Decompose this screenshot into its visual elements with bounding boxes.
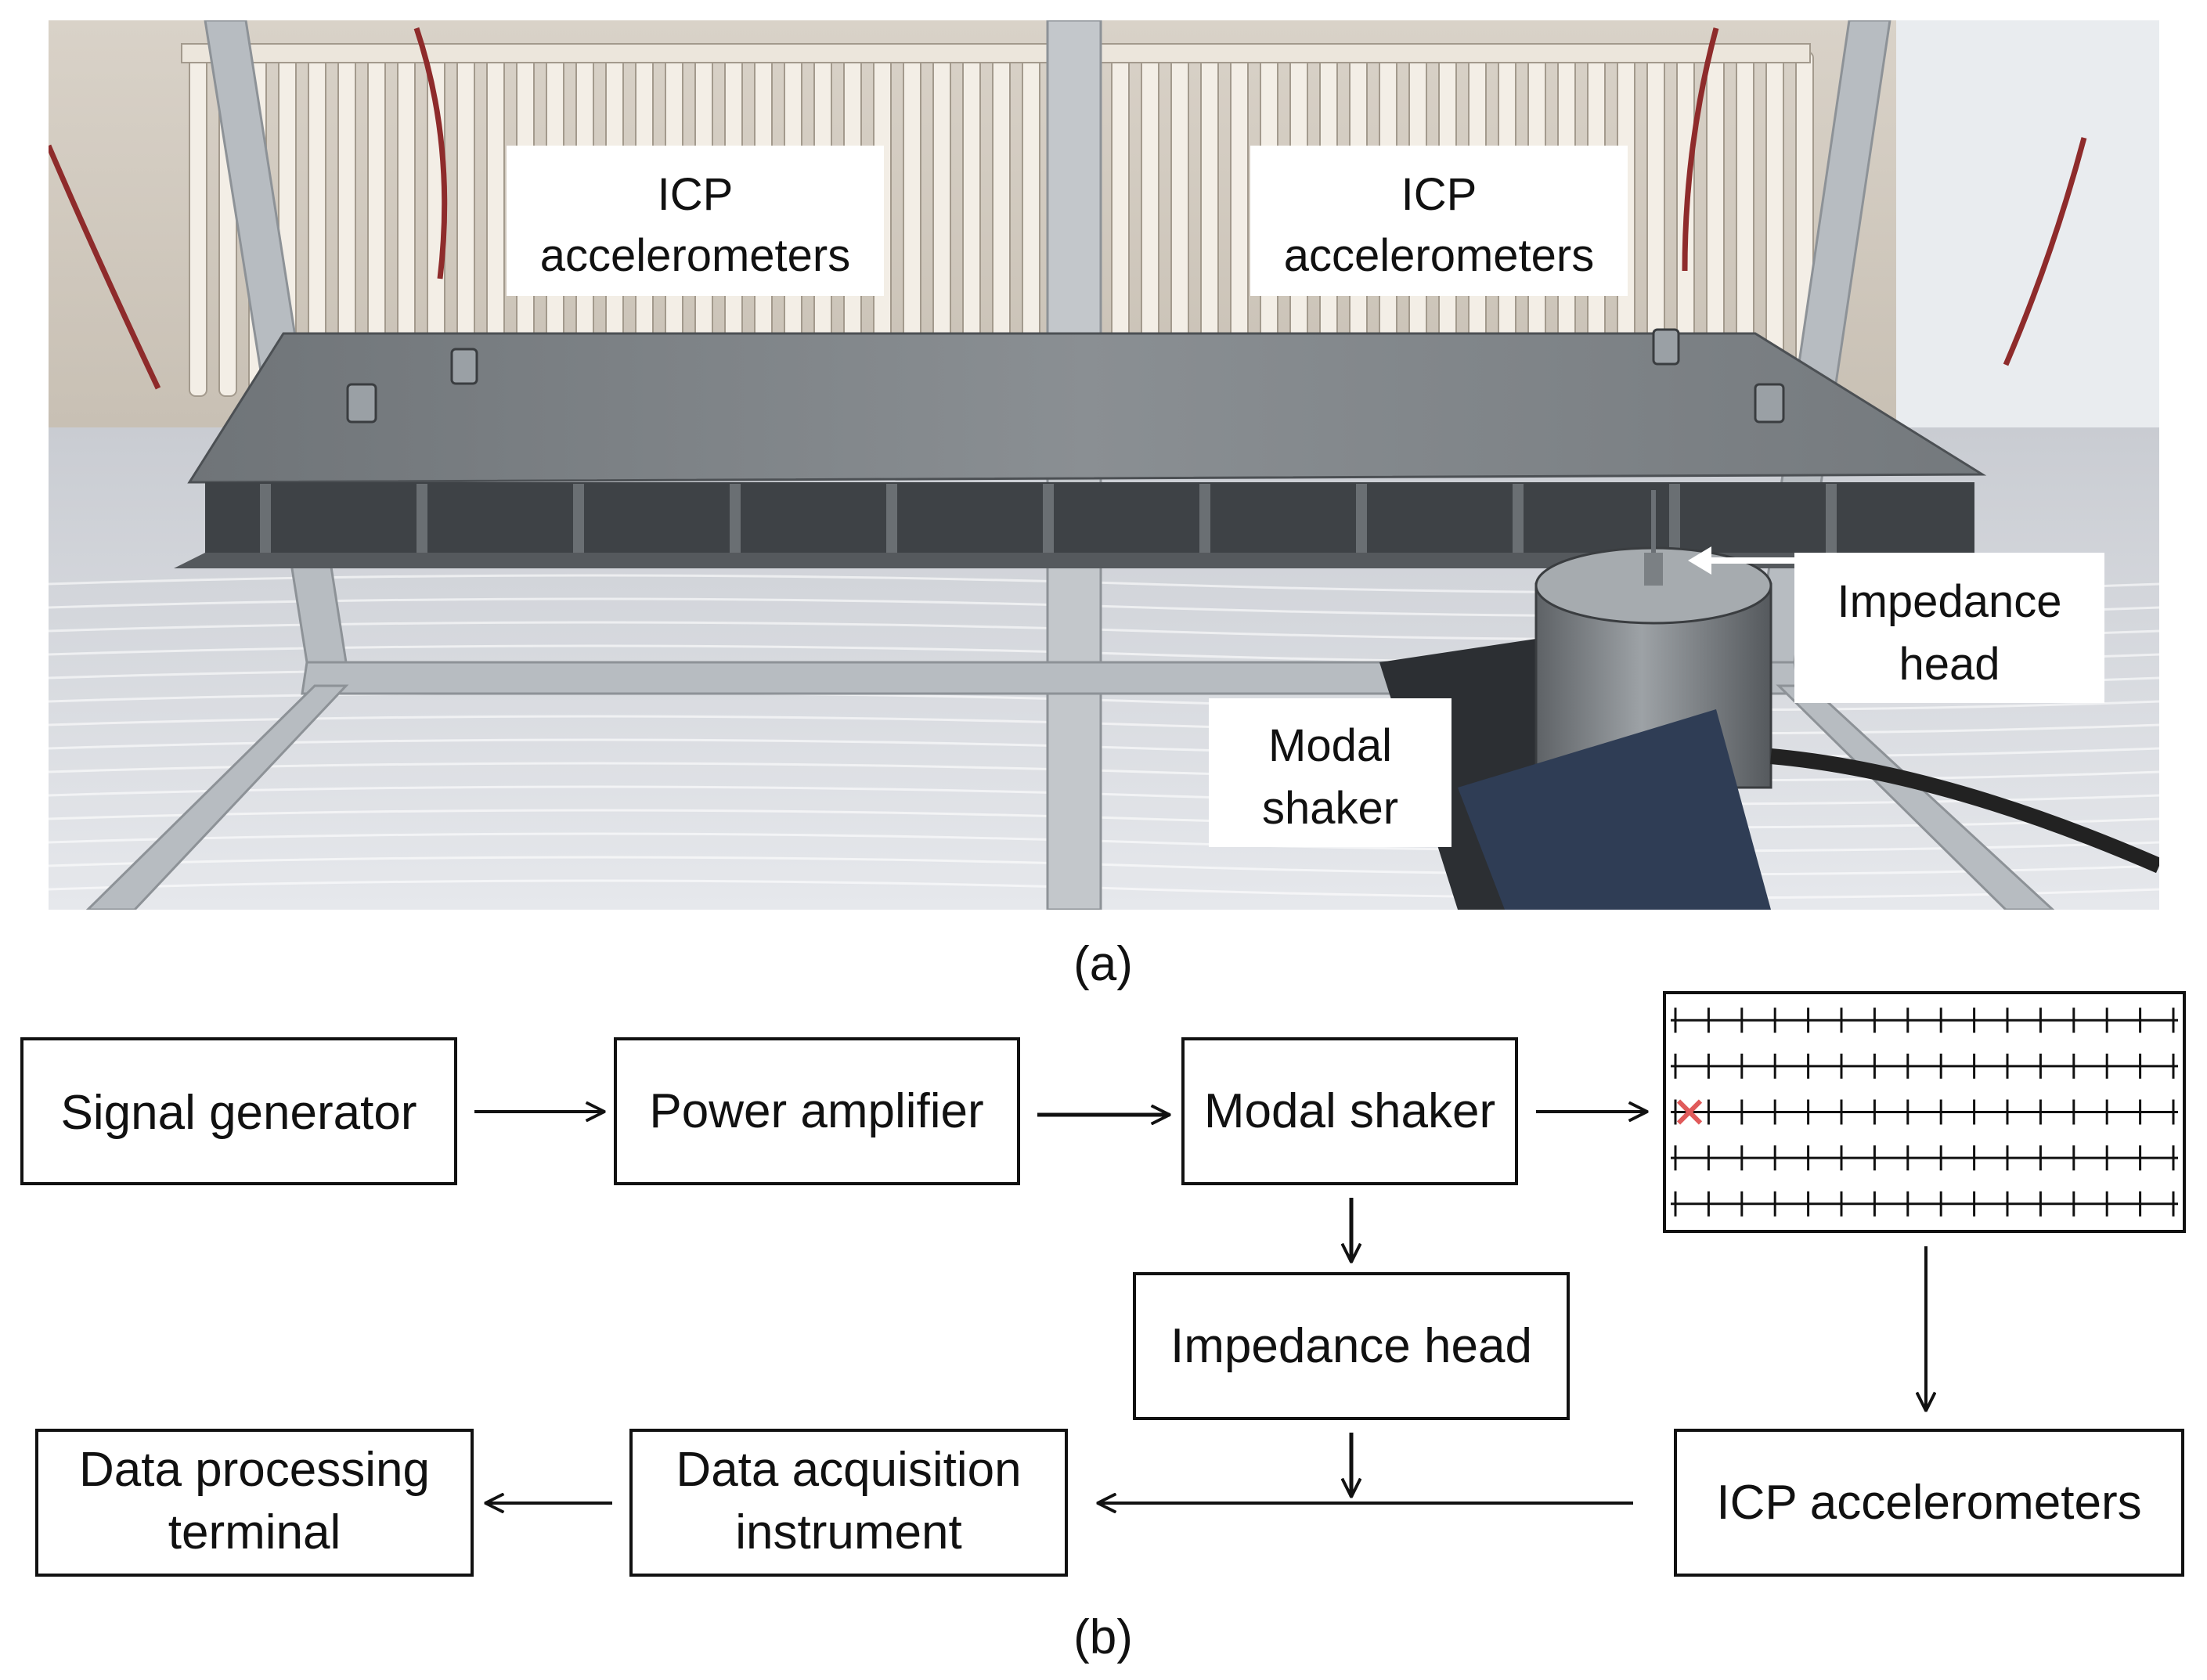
- callout-impedance-head: Impedance head: [1794, 553, 2104, 703]
- callout-modal-shaker: Modal shaker: [1209, 698, 1451, 847]
- callout-shaker-line1: Modal: [1268, 720, 1392, 771]
- box-icp-accelerometers: [1674, 1429, 2184, 1577]
- callout-icp-right: ICP accelerometers: [1250, 146, 1628, 296]
- label-impedance-head: Impedance head: [1170, 1319, 1532, 1373]
- test-rig-photo: ICP accelerometers ICP accelerometers Im…: [49, 20, 2159, 910]
- callout-impedance-line1: Impedance: [1837, 576, 2062, 627]
- callout-icp-right-line2: accelerometers: [1284, 230, 1594, 281]
- callout-icp-left-line2: accelerometers: [540, 230, 850, 281]
- window-area: [1896, 20, 2159, 427]
- excitation-point-marker: [1676, 1099, 1703, 1125]
- callout-icp-left: ICP accelerometers: [507, 146, 884, 296]
- label-data-processing-line1: Data processing: [79, 1443, 430, 1497]
- label-data-acquisition-line2: instrument: [735, 1505, 961, 1559]
- impedance-pointer-arrow: [1688, 546, 1794, 575]
- box-modal-shaker: [1181, 1037, 1518, 1185]
- box-signal-generator: [20, 1037, 457, 1185]
- label-power-amplifier: Power amplifier: [649, 1084, 983, 1138]
- caption-b: (b): [1073, 1610, 1133, 1664]
- box-power-amplifier: [614, 1037, 1020, 1185]
- box-impedance-head: [1133, 1272, 1570, 1420]
- box-data-acquisition: [629, 1429, 1068, 1577]
- label-icp-accelerometers: ICP accelerometers: [1716, 1476, 2141, 1530]
- test-plate: [174, 332, 1987, 568]
- label-data-processing-line2: terminal: [168, 1505, 341, 1559]
- callout-impedance-line2: head: [1899, 639, 2000, 690]
- box-data-processing: [35, 1429, 474, 1577]
- callout-shaker-line2: shaker: [1262, 783, 1398, 834]
- measurement-point-grid: [1663, 991, 2186, 1233]
- label-data-acquisition-line1: Data acquisition: [676, 1443, 1021, 1497]
- suspension-cords: [49, 27, 2087, 390]
- caption-a: (a): [1073, 937, 1133, 991]
- label-modal-shaker: Modal shaker: [1204, 1084, 1495, 1138]
- label-signal-generator: Signal generator: [61, 1086, 417, 1140]
- callout-icp-right-line1: ICP: [1401, 169, 1477, 220]
- accelerometer-sensors: [346, 328, 1785, 424]
- callout-icp-left-line1: ICP: [658, 169, 734, 220]
